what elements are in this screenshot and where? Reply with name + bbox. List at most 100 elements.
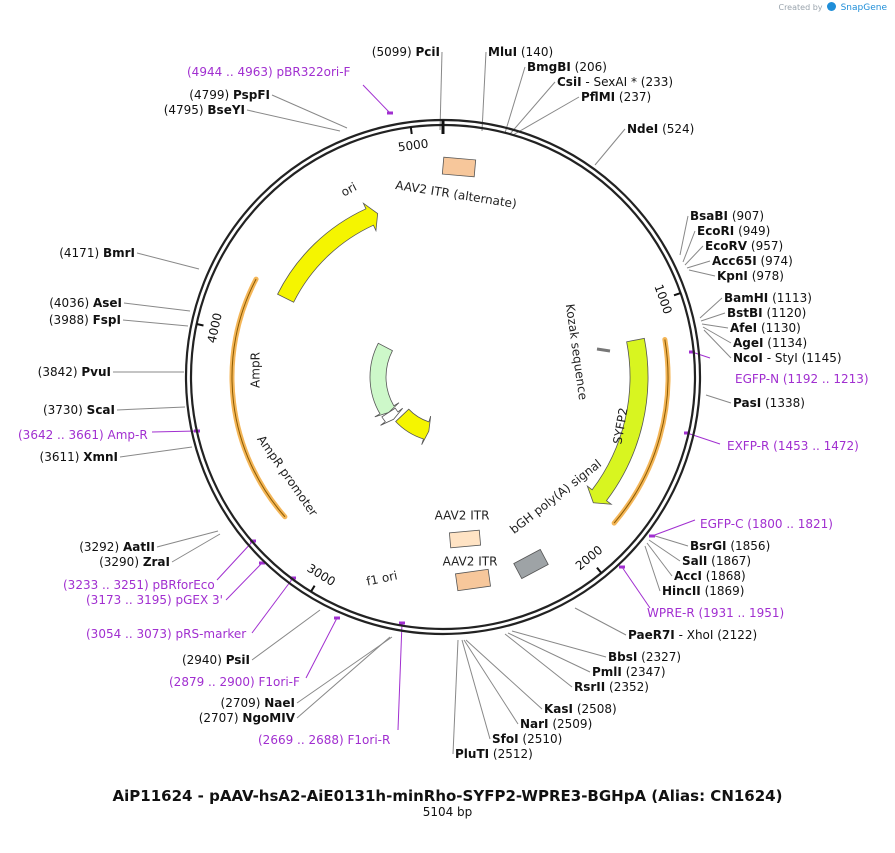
site-acci-label: AccI (1868) xyxy=(674,569,746,583)
site-zrai-label: (3290) ZraI xyxy=(99,555,170,569)
site-bsabi-leader xyxy=(679,215,689,256)
tick-label: 1000 xyxy=(651,282,674,315)
primer-prs-marker-mark xyxy=(290,576,296,580)
primer-wpre-r-label: WPRE-R (1931 .. 1951) xyxy=(647,606,784,620)
site-mlui-leader xyxy=(481,51,487,132)
backbone-inner xyxy=(189,123,697,631)
orf-line xyxy=(613,339,669,524)
feature-label-ori: ori xyxy=(339,180,359,200)
site-kasi-label: KasI (2508) xyxy=(544,702,617,716)
feature-label-kozak: Kozak sequence xyxy=(563,303,590,401)
site-ndei-leader xyxy=(594,128,626,166)
site-paer7i-leader xyxy=(574,607,627,636)
site-sali-leader xyxy=(648,539,681,562)
primer-egfp-n-label: EGFP-N (1192 .. 1213) xyxy=(735,372,869,386)
feature-bgh-polya xyxy=(513,548,549,580)
site-pasi-leader xyxy=(705,394,732,404)
site-bstbi-leader xyxy=(700,312,726,322)
primer-pbrforeco-label: (3233 .. 3251) pBRforEco xyxy=(63,578,215,592)
snapgene-credit: Created by SnapGene xyxy=(778,2,887,13)
site-psii-label: (2940) PsiI xyxy=(182,653,250,667)
site-agei-leader xyxy=(702,326,732,344)
site-agei-label: AgeI (1134) xyxy=(733,336,807,350)
site-pluti-label: PluTI (2512) xyxy=(455,747,533,761)
site-fspi-leader xyxy=(122,319,189,327)
site-bmri-label: (4171) BmrI xyxy=(59,246,135,260)
feature-label-syfp2: SYFP2 xyxy=(610,407,630,446)
site-bmgbi-label: BmgBI (206) xyxy=(527,60,607,74)
site-pspfi-leader xyxy=(271,94,348,129)
orf-line xyxy=(231,278,286,518)
site-sfoi-leader xyxy=(461,639,491,740)
primer-f1ori-r-mark xyxy=(399,621,405,625)
site-pluti-leader xyxy=(452,639,459,755)
site-xmni-leader xyxy=(119,446,193,458)
site-ecorv-label: EcoRV (957) xyxy=(705,239,783,253)
leader-lines xyxy=(113,51,732,755)
site-bstbi-label: BstBI (1120) xyxy=(727,306,806,320)
site-bsabi-label: BsaBI (907) xyxy=(690,209,764,223)
map-length: 5104 bp xyxy=(422,805,473,819)
tick-label: 5000 xyxy=(397,137,429,155)
site-ngomiv-leader xyxy=(296,636,391,719)
site-pspfi-label: (4799) PspFI xyxy=(189,88,270,102)
primer-pgex-3--leader xyxy=(225,562,263,601)
primer-pbr322ori-f-mark xyxy=(387,111,393,115)
site-aatii-label: (3292) AatII xyxy=(79,540,155,554)
site-asei-leader xyxy=(123,302,191,312)
site-psii-leader xyxy=(251,609,321,661)
site-bamhi-label: BamHI (1113) xyxy=(724,291,812,305)
site-bseyi-leader xyxy=(246,109,341,132)
site-kasi-leader xyxy=(465,639,543,710)
site-ecori-label: EcoRI (949) xyxy=(697,224,770,238)
site-nari-leader xyxy=(463,639,519,725)
primer-amp-r-label: (3642 .. 3661) Amp-R xyxy=(18,428,148,442)
site-csii-leader xyxy=(509,81,556,135)
site-scai-leader xyxy=(116,406,186,411)
site-bbsi-label: BbsI (2327) xyxy=(608,650,681,664)
snapgene-logo-icon xyxy=(827,2,837,11)
site-sali-label: SalI (1867) xyxy=(682,554,751,568)
site-scai-label: (3730) ScaI xyxy=(43,403,115,417)
primer-f1ori-f-label: (2879 .. 2900) F1ori-F xyxy=(169,675,300,689)
primer-pbr322ori-f-label: (4944 .. 4963) pBR322ori-F xyxy=(187,65,351,79)
site-naei-leader xyxy=(296,636,393,704)
site-ndei-label: NdeI (524) xyxy=(627,122,694,136)
site-pcii-leader xyxy=(439,51,443,131)
primer-exfp-r-label: EXFP-R (1453 .. 1472) xyxy=(727,439,859,453)
feature-label-ampr-promoter: AmpR promoter xyxy=(254,433,320,519)
tick-mark xyxy=(409,126,413,135)
feature-ampr xyxy=(369,342,400,418)
site-pasi-label: PasI (1338) xyxy=(733,396,805,410)
site-bseyi-label: (4795) BseYI xyxy=(164,103,245,117)
site-ngomiv-label: (2707) NgoMIV xyxy=(199,711,296,725)
feature-aav2-itr-lower xyxy=(455,568,491,592)
feature-aav2-itr-upper xyxy=(448,529,482,549)
site-ncoi-label: NcoI - StyI (1145) xyxy=(733,351,842,365)
primer-pbr322ori-f-leader xyxy=(362,84,391,114)
primer-amp-r-leader xyxy=(151,430,198,433)
primer-pgex-3--mark xyxy=(259,561,265,565)
site-acci-leader xyxy=(646,542,673,577)
site-ecori-leader xyxy=(682,230,696,263)
site-pmli-leader xyxy=(507,632,591,673)
feature-ori xyxy=(277,202,379,303)
site-xmni-label: (3611) XmnI xyxy=(40,450,118,464)
feature-label-ampr: AmpR xyxy=(249,352,263,388)
site-afei-leader xyxy=(701,323,729,329)
site-pcii-label: (5099) PciI xyxy=(372,45,440,59)
primer-f1ori-f-mark xyxy=(334,616,340,620)
site-pmli-label: PmlI (2347) xyxy=(592,665,666,679)
site-bmgbi-leader xyxy=(504,66,526,134)
tick-mark xyxy=(596,566,603,574)
site-kpni-label: KpnI (978) xyxy=(717,269,784,283)
feature-aav2-itr-alternate xyxy=(441,156,477,178)
site-hincii-label: HincII (1869) xyxy=(662,584,744,598)
primer-exfp-r-mark xyxy=(684,431,690,435)
site-bamhi-leader xyxy=(699,297,723,319)
site-ecorv-leader xyxy=(684,245,704,266)
map-title: AiP11624 - pAAV-hsA2-AiE0131h-minRho-SYF… xyxy=(112,787,783,805)
site-csii-label: CsiI - SexAI * (233) xyxy=(557,75,673,89)
primer-f1ori-f-leader xyxy=(305,617,338,679)
